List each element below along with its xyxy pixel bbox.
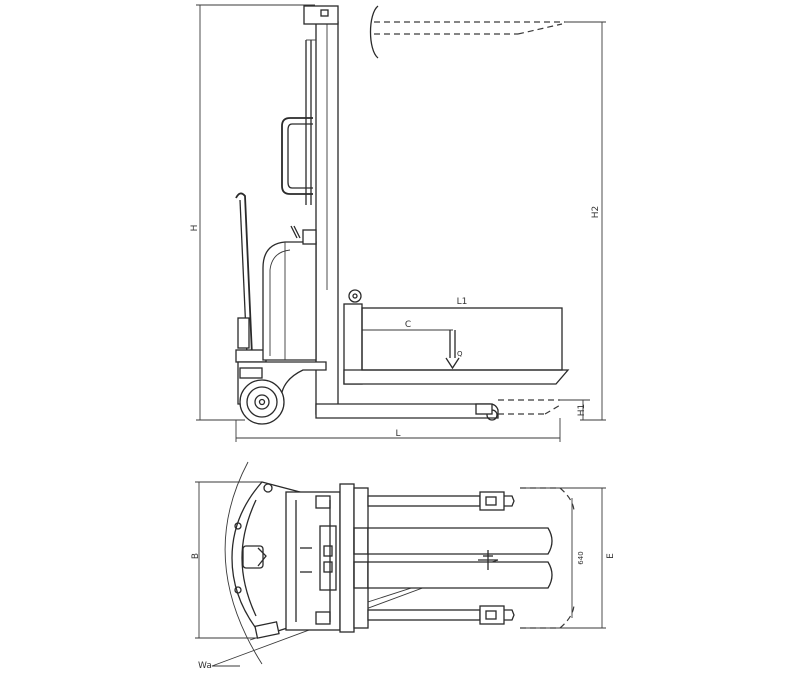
top-frame [285, 491, 341, 631]
fork-carriage [343, 289, 570, 385]
label-h: H [190, 225, 200, 232]
label-c: C [405, 320, 411, 330]
top-view: B E 640 Wa [191, 461, 616, 671]
centre-mark [478, 550, 498, 570]
label-b: B [191, 553, 201, 559]
lowered-fork-outline [498, 399, 563, 415]
raised-fork-outline [369, 5, 565, 59]
label-e: E [606, 553, 616, 559]
label-h1: H1 [577, 404, 587, 417]
top-chassis [231, 481, 301, 639]
label-l1: L1 [457, 297, 468, 307]
dimension-l: L [235, 418, 561, 442]
mast-top-block [320, 9, 329, 17]
load-outline [361, 307, 563, 371]
label-fork-spread: 640 [577, 551, 585, 564]
label-q: Q [457, 350, 463, 358]
top-dashed-outline [520, 487, 575, 629]
top-carriage [339, 483, 369, 633]
dimension-e: E [520, 487, 616, 629]
mast [303, 5, 339, 415]
fork-right [367, 561, 553, 589]
dimension-h: H [190, 4, 315, 421]
dimension-h2: H2 [565, 21, 606, 421]
fork-left [367, 527, 553, 555]
label-wa: Wa [198, 661, 212, 671]
dimension-h1: H1 [560, 399, 590, 420]
label-h2: H2 [591, 206, 601, 219]
dimension-c: C [362, 320, 453, 331]
label-l: L [395, 429, 400, 439]
dimension-l1: L1 [362, 297, 562, 309]
tiller-arm [235, 192, 267, 363]
battery-cabinet [262, 229, 317, 361]
guard-handle [281, 117, 313, 195]
fork-blade [343, 369, 570, 385]
drive-wheel [239, 379, 285, 425]
base-leg-bottom [367, 605, 515, 625]
load-arrow: Q [445, 330, 463, 370]
dimension-fork-spread: 640 [571, 498, 585, 618]
control-lever [290, 225, 301, 239]
dimension-b: B [191, 481, 262, 639]
base-leg [315, 403, 499, 419]
side-view: H H2 H1 L L1 C [190, 4, 606, 442]
base-leg-top [367, 491, 515, 511]
